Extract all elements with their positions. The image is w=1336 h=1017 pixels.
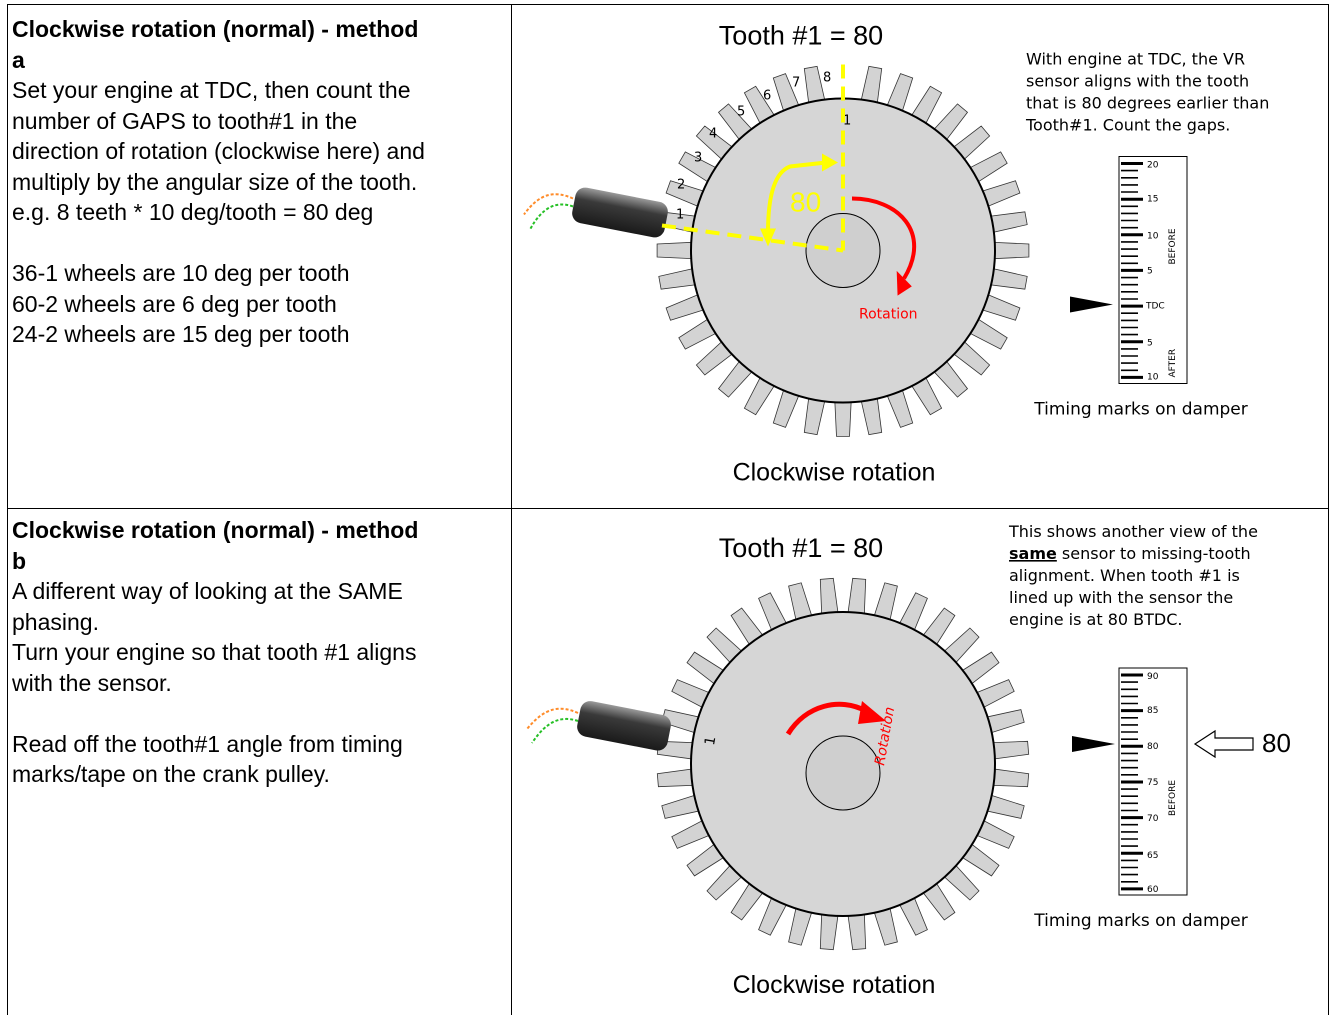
tooth-number: 5	[737, 105, 745, 120]
footer-caption: Clockwise rotation	[733, 971, 936, 999]
rotation-arrow-head	[896, 270, 912, 296]
sensor-note: With engine at TDC, the VR sensor aligns…	[1025, 50, 1274, 135]
angle-label: 80	[790, 187, 821, 218]
svg-text:5: 5	[1147, 339, 1153, 349]
crank-hub	[805, 735, 881, 811]
panel-a-wheel-line: 36-1 wheels are 10 deg per tooth	[12, 260, 350, 286]
svg-text:TDC: TDC	[1145, 302, 1165, 312]
panel-a-body-line: direction of rotation (clockwise here) a…	[12, 138, 425, 164]
table-top-border	[7, 4, 1329, 5]
tooth-number: 4	[709, 127, 717, 142]
angle-arrow-head	[822, 153, 838, 172]
svg-text:75: 75	[1147, 778, 1158, 788]
sensor-guide-line	[661, 223, 844, 253]
panel-b-body-line: with the sensor.	[12, 669, 172, 696]
scale-caption: Timing marks on damper	[1033, 400, 1248, 420]
rotation-arrow	[785, 701, 868, 736]
panel-b-body-line: Turn your engine so that tooth #1 aligns	[12, 639, 417, 665]
tooth-number: 2	[677, 178, 685, 193]
panel-a-body-line: multiply by the angular size of the toot…	[12, 168, 418, 195]
tooth-number: 7	[792, 76, 800, 91]
rotation-arrow-head	[858, 701, 886, 724]
panel-b-body-line: marks/tape on the crank pulley.	[12, 761, 330, 787]
rotation-arrow	[851, 196, 917, 280]
panel-b-title-line: b	[12, 547, 27, 574]
tooth-number: 8	[823, 71, 831, 86]
sensor-wire-orange	[523, 193, 574, 216]
panel-a-text: Clockwise rotation (normal) - method a S…	[12, 14, 504, 350]
sensor-wire-green	[529, 203, 574, 230]
table-column-divider	[511, 4, 512, 1015]
svg-text:20: 20	[1147, 161, 1159, 171]
angle-arc	[766, 160, 827, 233]
panel-b-text: Clockwise rotation (normal) - method b A…	[12, 515, 504, 790]
svg-text:80: 80	[1147, 742, 1159, 752]
sensor-note: alignment. When tooth #1 is lined up wit…	[1009, 566, 1245, 629]
panel-a-title-line: a	[12, 46, 25, 73]
svg-text:10: 10	[1147, 373, 1159, 383]
sensor-note: This shows another view of the	[1008, 522, 1258, 541]
svg-text:15: 15	[1147, 195, 1158, 205]
panel-a-wheel-line: 60-2 wheels are 6 deg per tooth	[12, 290, 337, 317]
svg-text:5: 5	[1147, 267, 1153, 277]
sensor-wire-orange	[526, 707, 579, 730]
table-row-divider	[7, 508, 1329, 509]
tooth1-heading: Tooth #1 = 80	[719, 21, 883, 51]
panel-a-body-line: Set your engine at TDC, then count the	[12, 77, 411, 103]
vr-sensor	[572, 187, 668, 238]
panel-b-title-line: Clockwise rotation (normal) - method	[12, 517, 419, 543]
scale-caption: Timing marks on damper	[1033, 911, 1248, 931]
sensor-note: same sensor to missing-tooth	[1009, 544, 1251, 563]
timing-scale-ticks	[1121, 162, 1143, 379]
svg-text:65: 65	[1147, 851, 1158, 861]
panel-a-diagram: Tooth #1 = 80 1 2 3 4 5 6 7 8 1 80 Rotat…	[523, 21, 1274, 487]
panel-a-body-line: number of GAPS to tooth#1 in the	[12, 107, 358, 134]
svg-text:60: 60	[1147, 885, 1159, 895]
tooth-number: 1	[702, 735, 719, 747]
scale-before-label: BEFORE	[1168, 228, 1178, 264]
timing-scale-ticks	[1121, 673, 1143, 891]
sensor-wire-green	[531, 717, 579, 744]
tooth-number: 1	[843, 114, 851, 129]
hollow-arrow-icon	[1193, 729, 1254, 759]
panel-a-body-line: e.g. 8 teeth * 10 deg/tooth = 80 deg	[12, 199, 374, 225]
tooth-number: 1	[676, 208, 684, 223]
scale-before-label: BEFORE	[1168, 780, 1178, 816]
tooth-number: 3	[694, 151, 702, 166]
timing-pointer	[1070, 296, 1113, 313]
angle-arrow-head	[760, 228, 776, 247]
panel-b-diagram: Tooth #1 = 80 1 Rotation This shows anot…	[526, 522, 1291, 999]
svg-text:90: 90	[1147, 672, 1159, 682]
tooth1-heading: Tooth #1 = 80	[719, 533, 883, 563]
svg-text:70: 70	[1147, 814, 1159, 824]
timing-scale-labels: 90 85 80 75 70 65 60	[1147, 672, 1159, 895]
svg-text:10: 10	[1147, 232, 1159, 242]
tooth-number: 6	[763, 89, 771, 104]
scale-after-label: AFTER	[1168, 349, 1178, 378]
svg-text:85: 85	[1147, 706, 1158, 716]
panel-b-body-line: Read off the tooth#1 angle from timing	[12, 730, 403, 757]
timing-pointer	[1072, 736, 1115, 752]
vr-sensor	[577, 701, 671, 751]
timing-scale-labels: 20 15 10 5 TDC 5 10	[1145, 161, 1165, 383]
panel-b-body-line: phasing.	[12, 608, 99, 635]
footer-caption: Clockwise rotation	[733, 459, 936, 487]
panel-a-wheel-line: 24-2 wheels are 15 deg per tooth	[12, 321, 350, 347]
panel-a-title-line: Clockwise rotation (normal) - method	[12, 16, 419, 42]
rotation-label: Rotation	[859, 307, 918, 323]
pointer-value: 80	[1262, 728, 1291, 758]
panel-b-body-line: A different way of looking at the SAME	[12, 578, 403, 604]
